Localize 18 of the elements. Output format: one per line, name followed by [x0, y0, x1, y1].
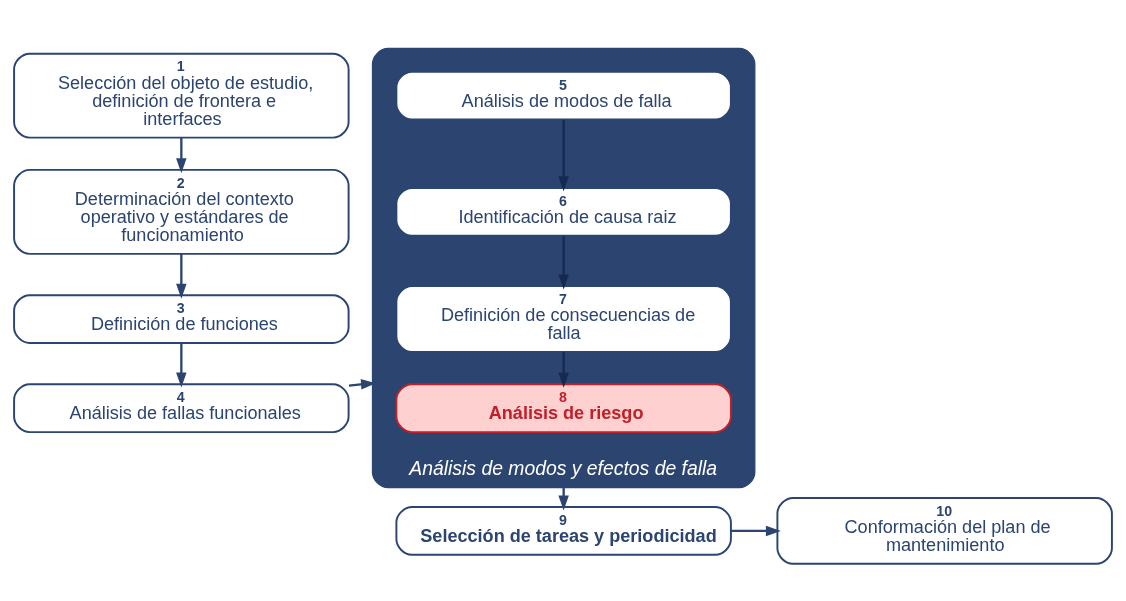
node-box: 6 Identificación de causa raiz: [395, 186, 732, 237]
node-box: 8 Análisis de riesgo: [395, 382, 732, 433]
arrow: [176, 137, 187, 173]
arrow: [558, 351, 569, 388]
arrow: [176, 342, 187, 388]
arrow: [558, 487, 569, 510]
node-box: 1 Selección del objeto de estudio, definición de frontera e interfaces: [13, 52, 350, 139]
arrow: [176, 253, 187, 299]
node-box: 4 Análisis de fallas funcionales: [13, 382, 350, 433]
node-box: 7 Definición de consecuencias de falla: [395, 284, 732, 353]
arrow: [558, 119, 569, 191]
node-box: 10 Conformación del plan de mantenimiento: [776, 496, 1113, 565]
arrow: [731, 525, 781, 536]
node-box: 9 Selección de tareas y periodicidad: [395, 505, 732, 556]
node-box: 2 Determinación del contexto operativo y estándares de funcionamiento: [13, 168, 350, 255]
node-box: 3 Definición de funciones: [13, 293, 350, 344]
node-box: 5 Análisis de modos de falla: [395, 70, 732, 120]
arrow: [558, 235, 569, 289]
